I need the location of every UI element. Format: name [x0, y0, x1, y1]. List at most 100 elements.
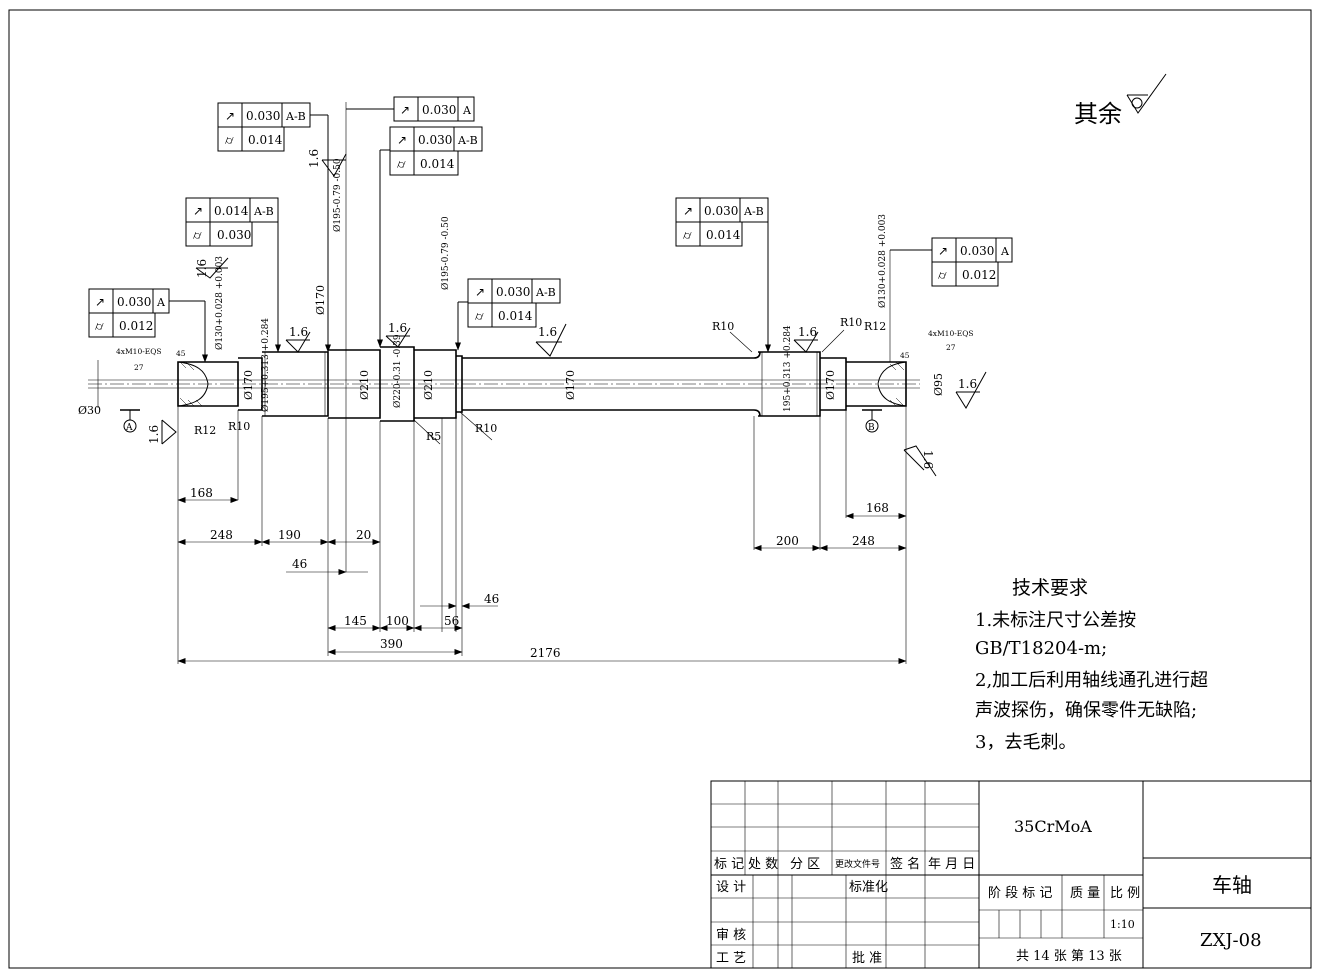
svg-text:Ø170: Ø170 [564, 370, 577, 400]
svg-text:签 名: 签 名 [890, 856, 920, 872]
roughness-symbols: 1.6 1.6 1.6 1.6 1.6 1.6 1.6 1.6 [147, 149, 987, 477]
svg-text:Ø170: Ø170 [824, 370, 837, 400]
svg-text:195+0.313 +0.284: 195+0.313 +0.284 [783, 325, 793, 412]
svg-text:A: A [1000, 245, 1010, 258]
svg-text:0.030: 0.030 [217, 228, 251, 242]
svg-text:GB/T18204-m;: GB/T18204-m; [975, 638, 1107, 659]
svg-text:Ø95: Ø95 [932, 373, 945, 396]
svg-text:R12: R12 [194, 424, 216, 437]
svg-text:⌭: ⌭ [683, 228, 692, 242]
svg-text:处 数: 处 数 [748, 857, 778, 872]
svg-text:1.6: 1.6 [388, 321, 407, 335]
svg-text:45: 45 [900, 351, 910, 360]
roughness-2: 1.6 [195, 257, 229, 279]
svg-text:⌭: ⌭ [225, 133, 234, 147]
datum-markers: A B [97, 360, 882, 433]
gdt-frame-group-1: ↗ 0.030 A-B ⌭ 0.014 [217, 102, 331, 353]
svg-text:0.030: 0.030 [960, 244, 994, 258]
svg-text:⌭: ⌭ [397, 157, 406, 171]
gdt-frame-group-8: ↗ 0.030 A ⌭ 0.012 [889, 237, 1013, 362]
svg-text:Ø195-0.79 -0.50: Ø195-0.79 -0.50 [332, 158, 343, 232]
svg-text:A: A [462, 104, 472, 117]
roughness-9: 1.6 [903, 445, 937, 477]
svg-text:1.6: 1.6 [195, 259, 209, 278]
svg-text:R10: R10 [228, 420, 250, 433]
roughness-4: 1.6 [385, 321, 411, 348]
svg-text:200: 200 [776, 534, 799, 548]
svg-text:车轴: 车轴 [1212, 873, 1252, 897]
svg-text:145: 145 [344, 614, 367, 628]
svg-text:↗: ↗ [938, 244, 948, 258]
svg-text:Ø170: Ø170 [242, 370, 255, 400]
svg-text:↗: ↗ [95, 295, 105, 309]
svg-text:46: 46 [484, 592, 499, 606]
svg-text:1.6: 1.6 [958, 377, 977, 391]
general-roughness-note: 其余 [1074, 73, 1167, 128]
svg-text:0.030: 0.030 [117, 295, 151, 309]
svg-text:45: 45 [176, 349, 186, 358]
svg-text:↗: ↗ [193, 204, 203, 218]
roughness-6: 1.6 [793, 325, 819, 353]
svg-text:0.030: 0.030 [418, 133, 452, 147]
svg-text:190: 190 [278, 528, 301, 542]
svg-text:4xM10-EQS: 4xM10-EQS [116, 347, 162, 356]
svg-text:A-B: A-B [743, 205, 764, 218]
svg-text:A-B: A-B [535, 286, 556, 299]
svg-text:↗: ↗ [475, 285, 485, 299]
svg-text:248: 248 [852, 534, 875, 548]
svg-text:Ø195-0.79 -0.50: Ø195-0.79 -0.50 [440, 216, 451, 290]
svg-text:4xM10-EQS: 4xM10-EQS [928, 329, 974, 338]
gdt-frame-group-6: ↗ 0.030 A-B ⌭ 0.014 [455, 278, 561, 351]
gdt-frame-group-3: ↗ 0.030 A-B ⌭ 0.014 [377, 126, 483, 348]
svg-text:390: 390 [380, 637, 403, 651]
svg-text:A-B: A-B [253, 205, 274, 218]
svg-text:声波探伤，确保零件无缺陷;: 声波探伤，确保零件无缺陷; [975, 700, 1197, 721]
svg-text:0.030: 0.030 [422, 103, 456, 117]
svg-text:Ø130+0.028 +0.003: Ø130+0.028 +0.003 [877, 214, 888, 308]
svg-text:46: 46 [292, 557, 307, 571]
radius-labels: R12 R10 R5 R10 R10 R10 R12 4xM10-EQS 27 … [116, 316, 974, 445]
svg-text:1.6: 1.6 [147, 425, 161, 444]
svg-text:0.030: 0.030 [704, 204, 738, 218]
roughness-1: 1.6 [307, 149, 347, 177]
svg-text:审 核: 审 核 [716, 928, 746, 943]
svg-text:1:10: 1:10 [1110, 918, 1135, 931]
svg-text:标准化: 标准化 [849, 880, 888, 895]
svg-text:248: 248 [210, 528, 233, 542]
svg-text:↗: ↗ [397, 133, 407, 147]
gdt-frame-group-5: ↗ 0.030 A ⌭ 0.012 [88, 288, 208, 363]
svg-text:0.030: 0.030 [496, 285, 530, 299]
svg-text:↗: ↗ [683, 204, 693, 218]
svg-text:0.030: 0.030 [246, 109, 280, 123]
svg-text:168: 168 [866, 501, 889, 515]
svg-text:56: 56 [444, 614, 459, 628]
svg-text:168: 168 [190, 486, 213, 500]
svg-text:质 量: 质 量 [1070, 886, 1100, 901]
tech-requirements: 技术要求 1.未标注尺寸公差按 GB/T18204-m; 2,加工后利用轴线通孔… [975, 577, 1208, 753]
svg-text:标 记: 标 记 [714, 857, 744, 872]
svg-text:2176: 2176 [530, 646, 561, 660]
svg-text:年 月 日: 年 月 日 [928, 857, 975, 872]
gdt-frame-group-4: ↗ 0.014 A-B ⌭ 0.030 [185, 197, 281, 353]
svg-text:批 准: 批 准 [852, 951, 882, 966]
svg-text:0.014: 0.014 [248, 133, 283, 147]
title-block: 标 记 处 数 分 区 更改文件号 签 名 年 月 日 设 计 标准化 审 核 … [710, 780, 1312, 969]
svg-text:↗: ↗ [225, 109, 235, 123]
svg-text:Ø210: Ø210 [358, 370, 371, 400]
svg-text:R12: R12 [864, 320, 886, 333]
svg-text:27: 27 [134, 363, 144, 372]
svg-text:27: 27 [946, 343, 956, 352]
svg-text:⌭: ⌭ [193, 228, 202, 242]
svg-text:1.6: 1.6 [289, 325, 308, 339]
svg-text:ZXJ-08: ZXJ-08 [1200, 930, 1262, 951]
roughness-5: 1.6 [535, 323, 567, 357]
svg-text:0.014: 0.014 [706, 228, 741, 242]
svg-text:1.6: 1.6 [307, 149, 321, 168]
svg-text:35CrMoA: 35CrMoA [1014, 817, 1092, 836]
svg-text:共 14 张 第 13 张: 共 14 张 第 13 张 [1016, 949, 1122, 964]
svg-text:Ø210: Ø210 [422, 370, 435, 400]
svg-text:Ø30: Ø30 [78, 404, 101, 417]
svg-text:比 例: 比 例 [1110, 886, 1140, 901]
svg-text:分 区: 分 区 [790, 857, 820, 872]
